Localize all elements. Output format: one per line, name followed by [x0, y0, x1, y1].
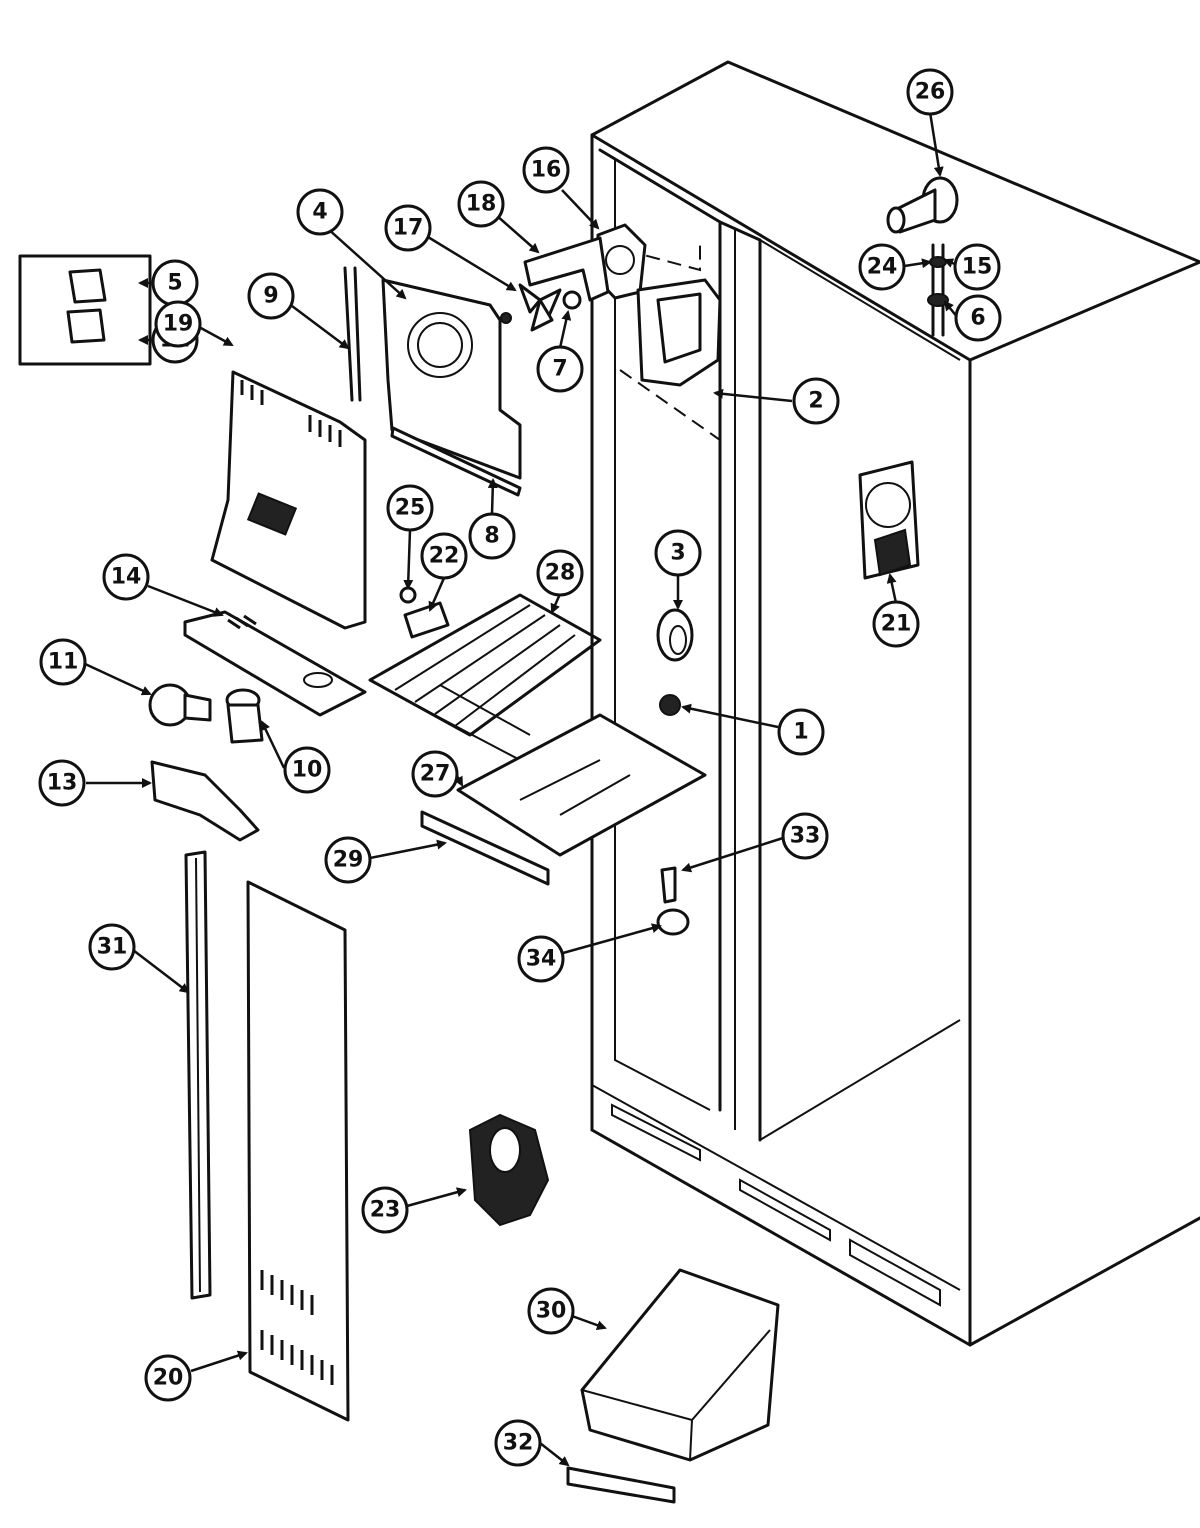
part-1-switch [659, 694, 681, 716]
part-19-rear-panel [210, 370, 367, 630]
part-27-glass-shelf [456, 713, 707, 857]
callout-14: 14 [102, 553, 150, 601]
part-20-panel [246, 880, 350, 1422]
callout-17: 17 [384, 204, 432, 252]
callout-7: 7 [536, 345, 584, 393]
callout-6: 6 [954, 294, 1002, 342]
svg-text:17: 17 [393, 216, 424, 241]
callout-34: 34 [517, 935, 565, 983]
svg-text:20: 20 [153, 1366, 184, 1391]
callout-8: 8 [468, 512, 516, 560]
part-13-light-cover [150, 760, 260, 842]
part-23-bracket [468, 1113, 550, 1227]
part-24-15-6-tube [927, 243, 949, 337]
callouts: 1 2 3 4 5 6 7 8 9 10 11 12 13 14 15 16 1… [38, 68, 1002, 1467]
callout-31: 31 [88, 923, 136, 971]
part-29-shelf-trim [420, 810, 550, 886]
callout-18: 18 [457, 180, 505, 228]
svg-text:30: 30 [536, 1299, 567, 1324]
callout-1: 1 [777, 708, 825, 756]
part-26-valve [886, 176, 959, 234]
svg-text:10: 10 [292, 758, 323, 783]
svg-text:9: 9 [263, 284, 278, 309]
callout-3: 3 [654, 529, 702, 577]
svg-text:29: 29 [333, 848, 364, 873]
svg-text:5: 5 [167, 271, 182, 296]
callout-22: 22 [420, 532, 468, 580]
callout-20: 20 [144, 1354, 192, 1402]
part-2-ice-chute [636, 278, 722, 387]
vent-19 [240, 380, 342, 447]
part-30-ice-bin [580, 1268, 780, 1462]
svg-text:21: 21 [881, 612, 912, 637]
callout-21: 21 [872, 600, 920, 648]
svg-text:18: 18 [466, 192, 497, 217]
part-34-knob [656, 908, 690, 936]
part-3-cap [656, 608, 694, 662]
callout-32: 32 [494, 1419, 542, 1467]
svg-text:25: 25 [395, 496, 426, 521]
callout-9: 9 [247, 272, 295, 320]
part-33-pin [660, 866, 677, 904]
svg-text:34: 34 [526, 947, 557, 972]
callout-33: 33 [781, 812, 829, 860]
svg-text:2: 2 [808, 389, 823, 414]
part-18-bracket [523, 236, 610, 302]
part-31-strip [184, 850, 212, 1300]
part-10-socket [225, 688, 264, 744]
svg-text:32: 32 [503, 1431, 534, 1456]
svg-text:22: 22 [429, 544, 460, 569]
leader-lines [82, 111, 963, 1467]
svg-text:14: 14 [111, 565, 142, 590]
part-9-clip [343, 266, 362, 402]
svg-text:7: 7 [552, 357, 567, 382]
part-5-12-inset [18, 254, 152, 366]
part-22-25-bracket [399, 586, 450, 639]
svg-text:28: 28 [545, 561, 576, 586]
svg-text:11: 11 [48, 650, 79, 675]
callout-23: 23 [361, 1186, 409, 1234]
svg-text:8: 8 [484, 524, 499, 549]
svg-text:27: 27 [420, 762, 451, 787]
callout-2: 2 [792, 377, 840, 425]
callout-28: 28 [536, 549, 584, 597]
svg-text:19: 19 [163, 312, 194, 337]
svg-text:26: 26 [915, 80, 946, 105]
callout-15: 15 [953, 243, 1001, 291]
part-21-fan-grille [858, 460, 920, 580]
part-32-strip [566, 1466, 676, 1504]
part-28-wire-shelf [368, 593, 602, 761]
callout-19: 19 [154, 300, 202, 348]
part-4-evaporator-cover [381, 278, 522, 480]
part-11-bulb [148, 683, 212, 727]
svg-text:6: 6 [970, 306, 985, 331]
svg-text:16: 16 [531, 158, 562, 183]
callout-5: 5 [151, 259, 199, 307]
svg-text:4: 4 [312, 200, 327, 225]
refrigerator-cabinet [590, 60, 1200, 1347]
callout-25: 25 [386, 484, 434, 532]
callout-30: 30 [527, 1287, 575, 1335]
callout-24: 24 [858, 243, 906, 291]
svg-text:23: 23 [370, 1198, 401, 1223]
callout-27: 27 [411, 750, 459, 798]
svg-text:31: 31 [97, 935, 128, 960]
callout-4: 4 [296, 188, 344, 236]
svg-text:13: 13 [47, 771, 78, 796]
callout-26: 26 [906, 68, 954, 116]
svg-text:33: 33 [790, 824, 821, 849]
part-7-fastener [562, 290, 582, 310]
svg-text:15: 15 [962, 255, 993, 280]
svg-text:1: 1 [793, 720, 808, 745]
svg-text:3: 3 [670, 541, 685, 566]
callout-29: 29 [324, 836, 372, 884]
callout-11: 11 [39, 638, 87, 686]
callout-16: 16 [522, 146, 570, 194]
part-17-fan-blade [500, 283, 562, 332]
part-14-light-housing [183, 610, 367, 717]
callout-13: 13 [38, 759, 86, 807]
svg-text:24: 24 [867, 255, 898, 280]
callout-10: 10 [283, 746, 331, 794]
